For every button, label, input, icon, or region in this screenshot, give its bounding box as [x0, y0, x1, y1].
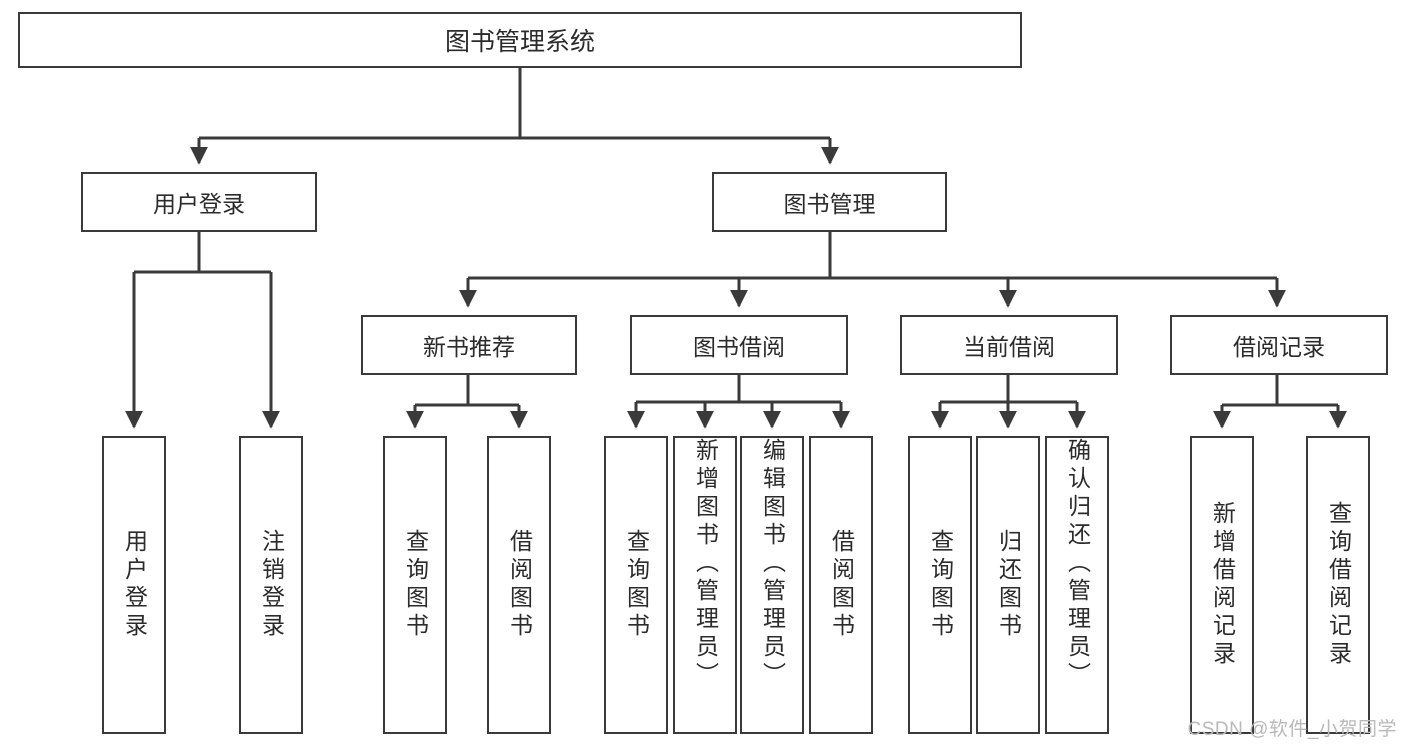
leaf-user-login[interactable]: 用户登录 [102, 436, 166, 734]
node-borrow-record[interactable]: 借阅记录 [1170, 315, 1388, 375]
node-user-login[interactable]: 用户登录 [81, 172, 317, 232]
node-label: 新增借阅记录 [1209, 501, 1236, 669]
node-label: 编辑图书（管理员） [759, 438, 786, 690]
node-label: 查询图书 [927, 529, 954, 641]
leaf-query-book-recommend[interactable]: 查询图书 [383, 436, 447, 734]
node-current-borrow[interactable]: 当前借阅 [900, 315, 1118, 375]
node-label: 图书借阅 [693, 334, 785, 360]
node-label: 图书管理系统 [444, 28, 595, 56]
node-label: 借阅记录 [1233, 334, 1325, 360]
leaf-logout-login[interactable]: 注销登录 [239, 436, 303, 734]
node-book-borrow[interactable]: 图书借阅 [630, 315, 848, 375]
node-label: 注销登录 [258, 529, 285, 641]
leaf-borrow-book[interactable]: 借阅图书 [809, 436, 873, 734]
leaf-return-book[interactable]: 归还图书 [976, 436, 1040, 734]
node-label: 归还图书 [995, 529, 1022, 641]
watermark-text: CSDN @软件_小贺同学 [1187, 719, 1397, 740]
leaf-add-book-admin[interactable]: 新增图书（管理员） [673, 436, 737, 734]
leaf-query-book-borrow[interactable]: 查询图书 [604, 436, 668, 734]
node-label: 查询图书 [402, 529, 429, 641]
node-label: 新书推荐 [423, 334, 515, 360]
node-label: 借阅图书 [506, 529, 533, 641]
node-label: 查询借阅记录 [1325, 501, 1352, 669]
node-label: 借阅图书 [828, 529, 855, 641]
node-label: 新增图书（管理员） [692, 438, 719, 690]
leaf-query-borrow-record[interactable]: 查询借阅记录 [1306, 436, 1370, 734]
node-label: 用户登录 [153, 191, 245, 217]
node-new-book-recommendation[interactable]: 新书推荐 [361, 315, 577, 375]
leaf-borrow-book-recommend[interactable]: 借阅图书 [487, 436, 551, 734]
node-label: 当前借阅 [963, 334, 1055, 360]
node-label: 用户登录 [121, 529, 148, 641]
node-label: 确认归还（管理员） [1064, 438, 1091, 690]
node-label: 查询图书 [623, 529, 650, 641]
leaf-edit-book-admin[interactable]: 编辑图书（管理员） [740, 436, 804, 734]
leaf-query-book-current[interactable]: 查询图书 [908, 436, 972, 734]
leaf-confirm-return-admin[interactable]: 确认归还（管理员） [1045, 436, 1109, 734]
leaf-add-borrow-record[interactable]: 新增借阅记录 [1190, 436, 1254, 734]
node-root-book-management-system[interactable]: 图书管理系统 [18, 12, 1022, 68]
node-label: 图书管理 [783, 191, 876, 217]
node-book-management[interactable]: 图书管理 [712, 172, 947, 232]
